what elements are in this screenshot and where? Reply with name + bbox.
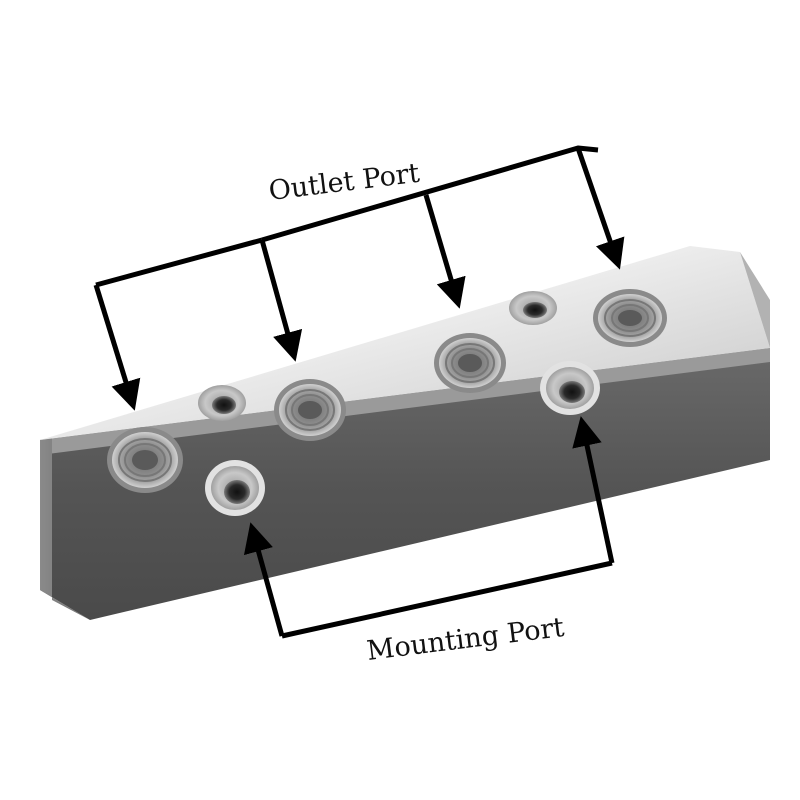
small-hole [509, 291, 557, 325]
mounting-callout [243, 416, 615, 639]
front-face [40, 348, 770, 620]
mounting-port [540, 361, 600, 415]
outlet-port [107, 427, 183, 493]
outlet-port [434, 333, 506, 393]
mounting-port-label: Mounting Port [365, 612, 566, 667]
outlet-port [274, 379, 346, 441]
right-chamfer [740, 252, 770, 348]
outlet-port [593, 289, 667, 347]
outlet-callout [93, 145, 625, 411]
mounting-port [205, 460, 265, 516]
end-face [40, 438, 90, 620]
small-hole [198, 385, 246, 421]
